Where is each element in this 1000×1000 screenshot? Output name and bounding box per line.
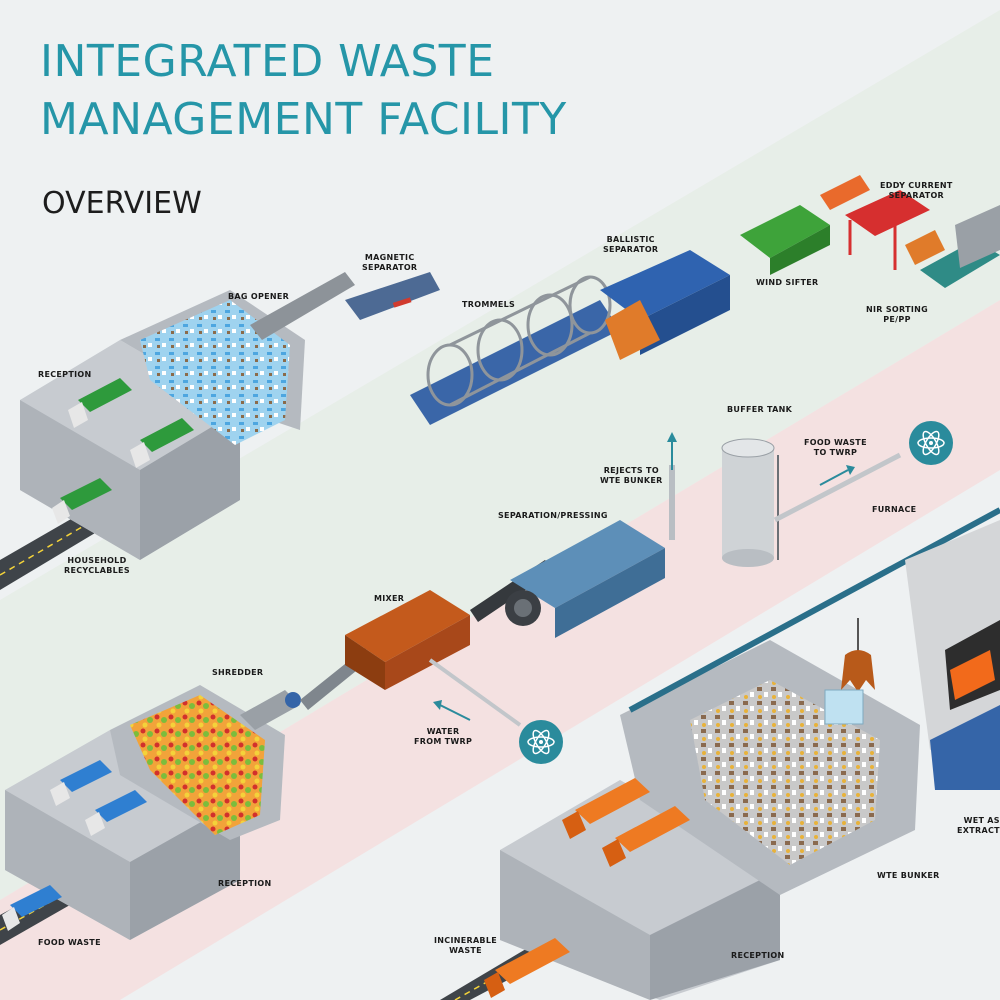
food-waste-pit	[130, 695, 265, 835]
label-separation-pressing: SEPARATION/PRESSING	[498, 511, 608, 520]
recyclables-pit	[140, 300, 290, 445]
label-food-waste-to-twrp: FOOD WASTE TO TWRP	[804, 438, 867, 457]
truck-food-1	[50, 760, 112, 806]
page-subtitle: OVERVIEW	[42, 186, 202, 221]
label-wind-sifter: WIND SIFTER	[756, 278, 819, 287]
trommel-drum	[426, 275, 612, 407]
label-reception-mid: RECEPTION	[218, 879, 272, 888]
label-wte-bunker: WTE BUNKER	[877, 871, 940, 880]
eddy-current-separator	[845, 190, 930, 236]
label-nir-sorting: NIR SORTING PE/PP	[866, 305, 928, 324]
label-food-waste: FOOD WASTE	[38, 938, 101, 947]
page-title-line1: INTEGRATED WASTE	[40, 36, 495, 87]
label-buffer-tank: BUFFER TANK	[727, 405, 793, 414]
label-rejects-to-wte: REJECTS TO WTE BUNKER	[600, 466, 663, 485]
label-bag-opener: BAG OPENER	[228, 292, 290, 301]
label-shredder: SHREDDER	[212, 668, 264, 677]
label-wet-ash-extractor: WET ASH EXTRACTOR	[957, 816, 1000, 835]
truck-incinerable-2	[602, 806, 690, 867]
label-water-from-twrp: WATER FROM TWRP	[414, 727, 473, 746]
crane-claw-icon	[841, 618, 875, 692]
wte-bunker-pit	[690, 680, 880, 865]
truck-recyclables-3	[52, 478, 112, 524]
label-furnace: FURNACE	[872, 505, 917, 514]
magnetic-separator	[345, 272, 440, 320]
flow-arrow-food-waste	[819, 465, 855, 486]
eddy-current-input	[820, 175, 870, 210]
control-room-window	[824, 689, 864, 725]
buffer-tank	[721, 438, 779, 567]
bag-opener-conveyor	[250, 272, 355, 340]
separation-pressing	[510, 520, 665, 608]
truck-incinerable-1	[562, 778, 650, 839]
truck-recyclables-1	[68, 378, 132, 428]
truck-recyclables-2	[130, 418, 194, 468]
flow-arrow-water	[433, 700, 471, 721]
label-household-recyclables: HOUSEHOLD RECYCLABLES	[64, 556, 130, 575]
wet-ash-extractor	[930, 705, 1000, 790]
page-title-line2: MANAGEMENT FACILITY	[40, 94, 567, 145]
wind-sifter	[740, 205, 830, 258]
label-mixer: MIXER	[374, 594, 405, 603]
label-eddy-current-separator: EDDY CURRENT SEPARATOR	[880, 181, 953, 200]
mixer	[345, 590, 470, 662]
crane-rail	[628, 507, 1000, 713]
label-incinerable-waste: INCINERABLE WASTE	[434, 936, 497, 955]
label-reception-bottom: RECEPTION	[731, 951, 785, 960]
trommel-base	[410, 300, 620, 425]
label-ballistic-separator: BALLISTIC SEPARATOR	[603, 235, 659, 254]
label-trommels: TROMMELS	[462, 300, 516, 309]
atom-icon-top	[909, 421, 953, 465]
ballistic-separator	[600, 250, 730, 320]
label-magnetic-separator: MAGNETIC SEPARATOR	[362, 253, 418, 272]
atom-icon-mid	[519, 720, 563, 764]
truck-food-3	[2, 885, 62, 931]
flow-arrow-rejects	[667, 432, 677, 470]
truck-food-2	[85, 790, 147, 836]
truck-incinerable-3	[484, 938, 570, 998]
label-reception-top: RECEPTION	[38, 370, 92, 379]
